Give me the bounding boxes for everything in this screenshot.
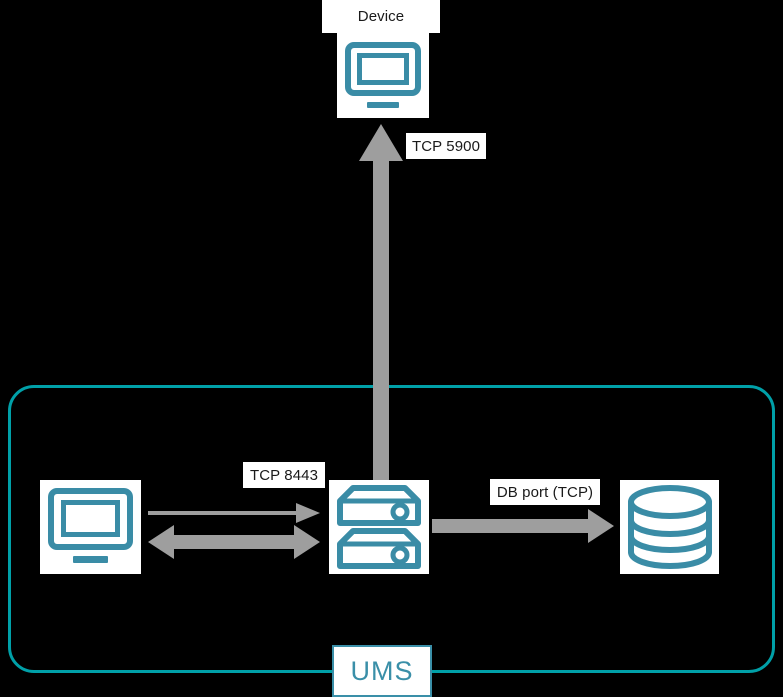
connection-label-tcp-8443: TCP 8443 xyxy=(243,462,325,488)
device-monitor-icon xyxy=(345,42,421,110)
device-label-text: Device xyxy=(357,8,405,25)
database-icon xyxy=(628,485,712,570)
arrow-server-to-database xyxy=(432,509,614,543)
connection-label-tcp-8443-text: TCP 8443 xyxy=(249,466,319,484)
server-icon xyxy=(337,485,421,569)
device-label: Device xyxy=(322,0,440,33)
ums-badge-text: UMS xyxy=(350,655,414,686)
connection-label-db-port-text: DB port (TCP) xyxy=(496,483,594,501)
connection-label-db-port: DB port (TCP) xyxy=(490,479,600,505)
ums-badge: UMS xyxy=(332,645,432,697)
arrow-client-to-server-thick xyxy=(148,525,320,559)
connection-label-tcp-5900: TCP 5900 xyxy=(406,133,486,159)
connection-label-tcp-5900-text: TCP 5900 xyxy=(411,137,481,155)
client-monitor-icon xyxy=(48,488,133,565)
arrow-client-to-server-thin xyxy=(148,503,320,523)
arrow-server-to-device xyxy=(359,124,403,482)
